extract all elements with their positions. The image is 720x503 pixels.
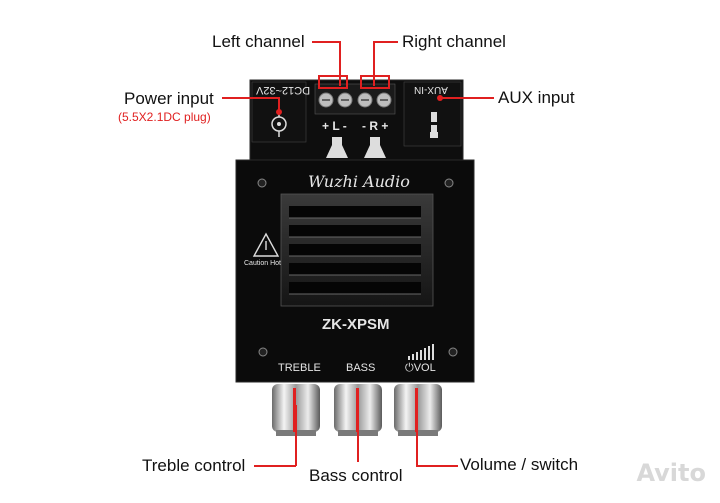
label-power-plug: (5.5X2.1DC plug) [118, 110, 211, 124]
board-left-terminal: + L - [322, 119, 347, 133]
speaker-icon [326, 137, 348, 158]
annotation-lines [222, 41, 494, 467]
amplifier-board [235, 159, 475, 383]
aux-jack-icon [428, 112, 440, 138]
board-model: ZK-XPSM [322, 316, 390, 333]
label-treble-control: Treble control [142, 456, 246, 475]
board-aux-label: AUX-IN [414, 84, 448, 95]
board-treble-label: TREBLE [278, 362, 321, 374]
label-volume-switch: Volume / switch [460, 455, 579, 474]
label-right-channel: Right channel [402, 32, 506, 51]
heatsink [280, 193, 434, 307]
label-bass-control: Bass control [309, 466, 403, 485]
dc-jack-icon [271, 112, 287, 137]
board-power-rating: DC12~32V [256, 84, 311, 96]
speaker-icon [364, 137, 386, 158]
label-power-input: Power input [124, 89, 214, 108]
watermark: Avito [636, 459, 706, 487]
board-caution: Caution Hot [244, 260, 281, 267]
volume-level-icon [408, 344, 434, 360]
board-vol-label: ⏻VOL [405, 362, 436, 374]
label-left-channel: Left channel [212, 32, 305, 51]
board-right-terminal: - R + [362, 119, 389, 133]
label-aux-input: AUX input [498, 88, 575, 107]
board-bass-label: BASS [346, 362, 376, 374]
caution-hot-icon [252, 232, 280, 257]
board-brand: Wuzhi Audio [308, 172, 410, 191]
